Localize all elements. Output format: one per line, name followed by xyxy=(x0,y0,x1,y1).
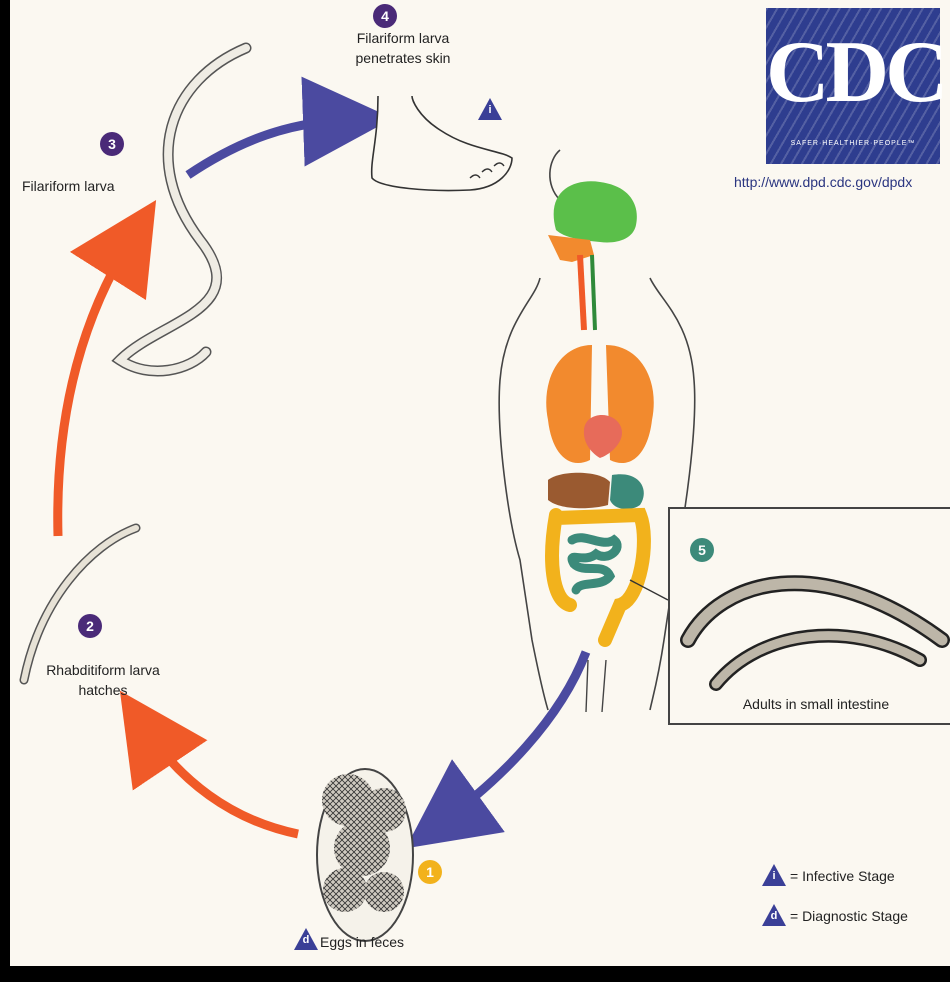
arrow-rhabditiform-to-filariform xyxy=(58,238,132,536)
stage-3-badge: 3 xyxy=(100,132,124,156)
legend-diagnostic-label: = Diagnostic Stage xyxy=(790,908,908,925)
stage-4-label-line1: Filariform larva xyxy=(336,30,470,47)
human-body-illustration xyxy=(499,150,694,712)
cdc-tagline: SAFER·HEALTHIER·PEOPLE™ xyxy=(766,140,940,147)
diagnostic-stage-icon-letter: d xyxy=(294,934,318,946)
arrow-filariform-to-skin xyxy=(188,120,348,175)
stage-4-badge: 4 xyxy=(373,4,397,28)
stage-5-badge: 5 xyxy=(690,538,714,562)
stage-5-label: Adults in small intestine xyxy=(696,696,936,713)
legend-diagnostic-icon-letter: d xyxy=(762,910,786,922)
adults-inset-frame xyxy=(668,507,950,725)
stage-4-label-line2: penetrates skin xyxy=(336,50,470,67)
stage-1-badge: 1 xyxy=(418,860,442,884)
legend-infective-icon-letter: i xyxy=(762,870,786,882)
legend-infective-label: = Infective Stage xyxy=(790,868,895,885)
rhabditiform-larva-illustration xyxy=(24,528,136,680)
infective-stage-icon-letter: i xyxy=(478,104,502,116)
stage-1-label: Eggs in feces xyxy=(320,934,404,951)
cdc-logo: CDC SAFER·HEALTHIER·PEOPLE™ xyxy=(766,8,940,164)
arrow-egg-to-rhabditiform xyxy=(145,728,298,834)
stage-3-label: Filariform larva xyxy=(22,178,115,195)
cdc-logo-text: CDC xyxy=(766,18,940,128)
stage-2-label-line1: Rhabditiform larva xyxy=(38,662,168,679)
stage-2-label-line2: hatches xyxy=(38,682,168,699)
arrow-intestine-to-feces xyxy=(442,652,586,822)
source-url: http://www.dpd.cdc.gov/dpdx xyxy=(734,174,912,190)
stage-2-badge: 2 xyxy=(78,614,102,638)
